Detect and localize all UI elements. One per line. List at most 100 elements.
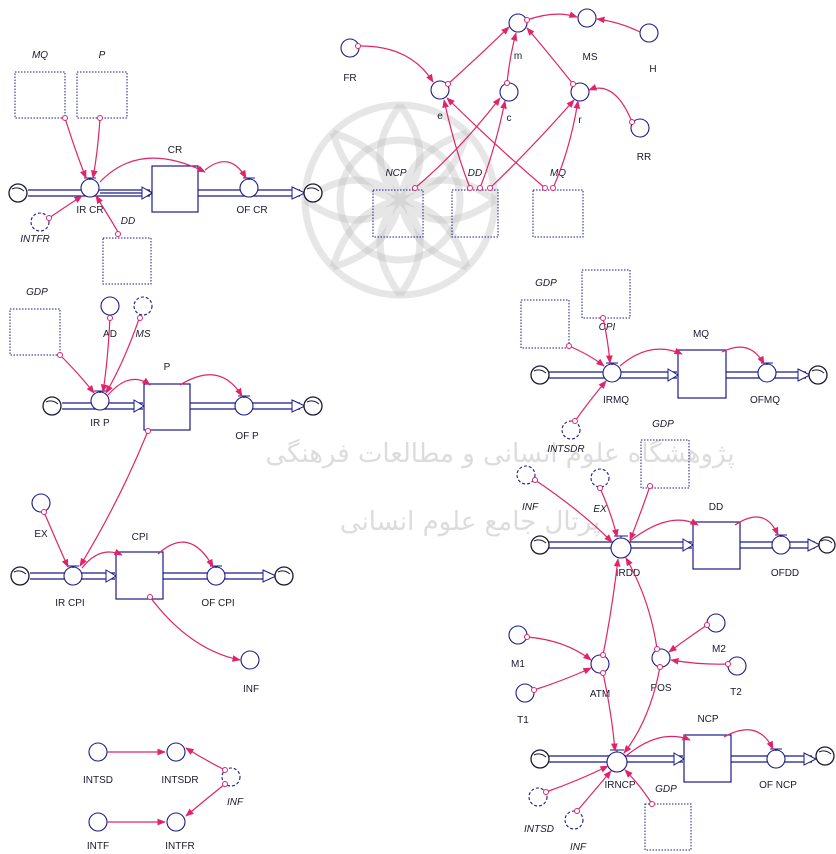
flow-of-cr-label: OF CR [236, 205, 267, 216]
stock-cpi[interactable] [115, 551, 164, 600]
aux-ms-top-label: MS [583, 52, 598, 63]
aux-m1[interactable] [508, 625, 528, 645]
shadow-cpi-mq[interactable] [581, 269, 631, 319]
stock-p[interactable] [143, 383, 191, 431]
aux-e[interactable] [430, 80, 450, 100]
valve-icon[interactable] [606, 749, 628, 773]
shadow-dd-top[interactable] [451, 189, 499, 238]
aux-ex-cpi[interactable] [31, 493, 51, 513]
flow-irmq-label: IRMQ [603, 395, 629, 406]
aux-ms-p-label: MS [136, 329, 151, 340]
shadow-gdp-dd[interactable] [640, 439, 690, 489]
aux-ad[interactable] [100, 296, 120, 316]
valve-icon[interactable] [602, 362, 622, 383]
aux-c[interactable] [499, 82, 519, 102]
flow-of-ncp-label: OF NCP [759, 780, 797, 791]
aux-inf-cpi[interactable] [240, 650, 260, 670]
aux-inf-cpi-label: INF [243, 684, 259, 695]
aux-r-label: r [578, 115, 582, 126]
aux-h[interactable] [639, 23, 659, 43]
seal-watermark [301, 101, 499, 299]
aux-intfr[interactable] [30, 212, 50, 232]
valve-icon[interactable] [206, 565, 226, 586]
valve-icon[interactable] [757, 362, 777, 383]
aux-rr[interactable] [630, 118, 650, 138]
stock-cr[interactable] [151, 165, 199, 213]
aux-ex-dd-label: EX [593, 504, 607, 515]
shadow-cpi-mq-label: CPI [599, 322, 616, 333]
valve-icon[interactable] [766, 748, 786, 769]
cloud-icon [8, 183, 28, 203]
aux-ad-label: AD [103, 329, 117, 340]
aux-m2[interactable] [706, 613, 726, 633]
mq-sector: MQ IRMQ OFMQ GDP CPI INTSDR [520, 269, 828, 455]
cloud-icon [815, 746, 835, 766]
aux-t1[interactable] [515, 683, 535, 703]
stock-mq[interactable] [677, 349, 727, 399]
cloud-icon [530, 365, 550, 385]
aux-inf-dd[interactable] [516, 465, 536, 485]
shadow-p-cr[interactable] [76, 71, 128, 119]
shadow-mq-cr[interactable] [14, 71, 66, 119]
aux-intfr-bottom[interactable] [166, 812, 186, 832]
aux-intsd-ncp[interactable] [528, 787, 548, 807]
flow-ir-p-label: IR P [90, 418, 110, 429]
stock-dd-label: DD [709, 502, 723, 513]
shadow-gdp-mq[interactable] [520, 299, 570, 349]
aux-t2[interactable] [727, 656, 747, 676]
shadow-mq-cr-label: MQ [32, 50, 48, 61]
flow-irncp-label: IRNCP [604, 780, 635, 791]
shadow-ncp-top[interactable] [372, 189, 424, 238]
watermark-line-1: پژوهشگاه علوم انسانی و مطالعات فرهنگی [265, 438, 734, 469]
watermark-line-2: پرتال جامع علوم انسانی [340, 507, 600, 537]
aux-intsdr[interactable] [166, 742, 186, 762]
stock-ncp[interactable] [683, 734, 732, 783]
valve-icon[interactable] [90, 390, 110, 411]
aux-pos-label: POS [650, 683, 671, 694]
flow-ir-cpi-label: IR CPI [55, 598, 84, 609]
aux-intf[interactable] [88, 812, 108, 832]
stock-mq-label: MQ [693, 329, 709, 340]
stock-p-label: P [164, 362, 171, 373]
aux-intfr-label: INTFR [20, 234, 49, 245]
aux-ms-p[interactable] [133, 296, 153, 316]
aux-c-label: c [507, 113, 512, 124]
valve-icon[interactable] [771, 534, 791, 555]
flow-of-cpi-label: OF CPI [201, 598, 234, 609]
aux-intsdr-mq[interactable] [561, 420, 581, 440]
aux-intf-label: INTF [87, 841, 109, 852]
aux-atm[interactable] [590, 654, 610, 674]
aux-m2-label: M2 [712, 644, 726, 655]
valve-icon[interactable] [610, 535, 632, 559]
shadow-ncp-top-label: NCP [385, 168, 406, 179]
aux-intsd[interactable] [88, 742, 108, 762]
stock-cpi-label: CPI [132, 532, 149, 543]
aux-fr-label: FR [343, 73, 356, 84]
aux-inf-ncp[interactable] [564, 810, 584, 830]
aux-ms-top[interactable] [577, 8, 597, 28]
shadow-gdp-ncp[interactable] [644, 803, 692, 851]
aux-ex-dd[interactable] [590, 468, 610, 488]
aux-e-label: e [437, 111, 443, 122]
ncp-sector: M1 ATM T1 POS M2 T2 NCP IRNCP OF NCP GDP… [508, 557, 835, 853]
shadow-gdp-p-label: GDP [26, 287, 48, 298]
cloud-icon [808, 365, 828, 385]
aux-m[interactable] [508, 13, 528, 33]
valve-icon[interactable] [80, 177, 100, 198]
shadow-gdp-p[interactable] [9, 308, 61, 356]
shadow-mq-top[interactable] [532, 189, 584, 238]
valve-icon[interactable] [63, 565, 83, 586]
p-sector: P IR P OF P GDP AD MS [9, 287, 323, 442]
aux-intsdr-label: INTSDR [161, 775, 198, 786]
aux-h-label: H [649, 64, 656, 75]
valve-icon[interactable] [239, 177, 259, 198]
aux-m1-label: M1 [511, 659, 525, 670]
stock-dd[interactable] [692, 521, 741, 570]
cloud-icon [818, 536, 836, 554]
cloud-icon [530, 749, 550, 769]
cloud-icon [303, 183, 323, 203]
shadow-dd-cr[interactable] [102, 237, 152, 285]
valve-icon[interactable] [234, 395, 254, 416]
shadow-dd-cr-label: DD [121, 216, 135, 227]
